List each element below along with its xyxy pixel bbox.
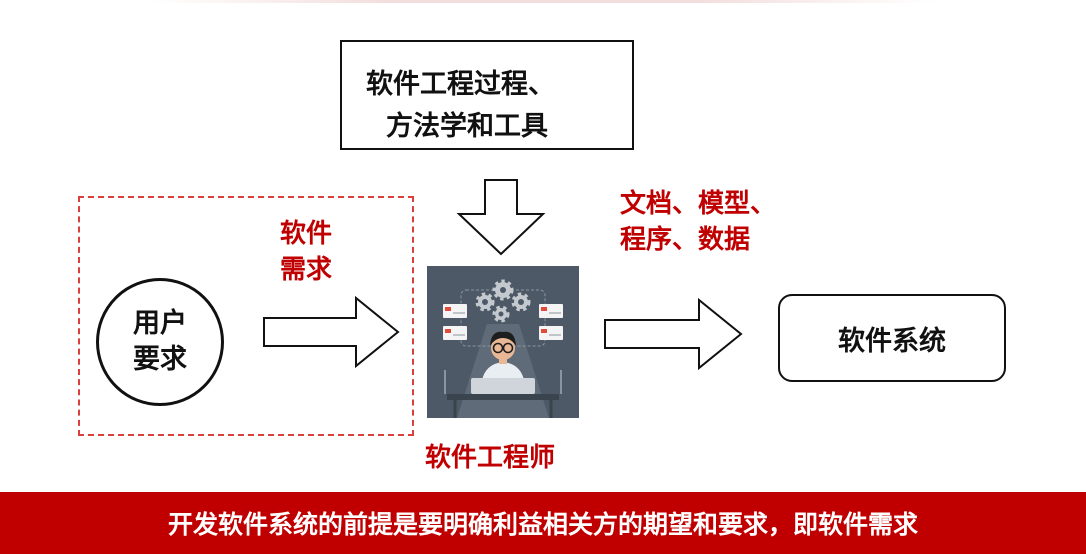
user-requirements-circle: 用户 要求 [96, 278, 224, 406]
software-requirements-line-1: 软件 [280, 219, 333, 249]
artifacts-line-2: 程序、数据 [620, 225, 751, 255]
software-engineer-label: 软件工程师 [425, 443, 556, 473]
user-requirements-line-2: 要求 [133, 344, 187, 375]
top-divider [150, 0, 936, 3]
software-requirements-label: 软件 需求 [280, 216, 332, 288]
artifacts-label: 文档、模型、 程序、数据 [620, 186, 776, 258]
right-arrow-icon [263, 295, 400, 369]
requirements-dashed-frame [78, 196, 414, 436]
software-system-box: 软件系统 [778, 294, 1006, 382]
software-system-label: 软件系统 [838, 325, 946, 357]
right-arrow-icon [604, 297, 743, 371]
banner-text: 开发软件系统的前提是要明确利益相关方的期望和要求，即软件需求 [167, 510, 918, 539]
bottom-banner: 开发软件系统的前提是要明确利益相关方的期望和要求，即软件需求 [0, 492, 1086, 554]
software-requirements-line-2: 需求 [280, 255, 333, 285]
process-box-line-1: 软件工程过程、 [366, 69, 555, 100]
user-requirements-line-1: 用户 [133, 308, 187, 339]
engineer-illustration-icon [427, 266, 579, 418]
down-arrow-icon [456, 179, 546, 256]
process-methods-tools-box: 软件工程过程、 方法学和工具 [340, 40, 634, 150]
process-box-line-2: 方法学和工具 [386, 111, 548, 142]
artifacts-line-1: 文档、模型、 [620, 189, 777, 219]
